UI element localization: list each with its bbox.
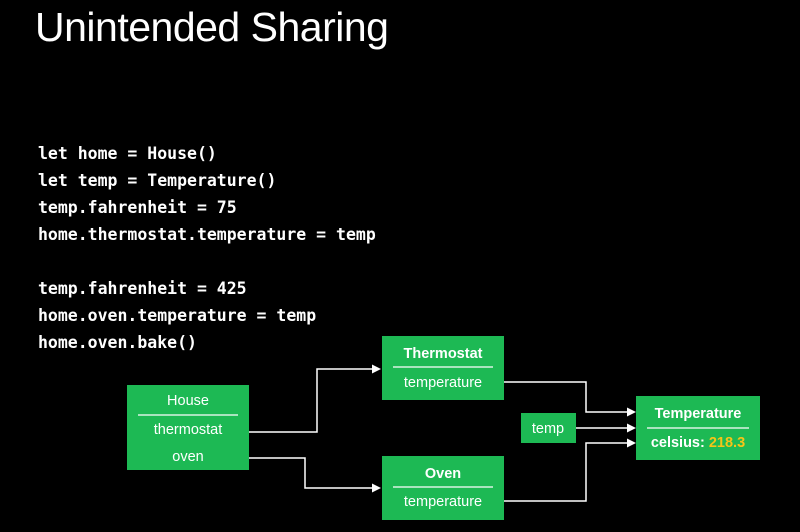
code-line: temp.fahrenheit = 425 [38,279,247,298]
celsius-value: 218.3 [709,435,745,451]
oven-box: Oven temperature [382,456,504,520]
connector-house-to-thermostat [237,368,373,433]
connectors [212,364,636,502]
house-box: House thermostat oven [127,385,249,470]
thermostat-title: Thermostat [404,346,483,362]
connector-house-to-oven [212,457,373,489]
house-field-thermostat: thermostat [154,422,223,438]
arrowhead-icon [372,483,381,493]
temperature-box: Temperature celsius: 218.3 [636,396,760,460]
oven-title: Oven [425,466,461,482]
code-line: temp.fahrenheit = 75 [38,198,237,217]
celsius-label: celsius: [651,435,705,451]
house-title: House [167,393,209,409]
arrowhead-icon [627,407,636,417]
slide-title: Unintended Sharing [35,4,389,50]
temp-variable-label: temp [532,421,564,437]
arrowhead-icon [372,364,381,374]
temperature-field: celsius: 218.3 [651,435,745,451]
thermostat-field-temperature: temperature [404,375,482,391]
arrowhead-icon [627,438,636,448]
code-line: home.oven.bake() [38,333,197,352]
connector-oven-to-temperature [492,442,628,502]
oven-field-temperature: temperature [404,494,482,510]
temperature-title: Temperature [655,406,742,422]
code-line: let temp = Temperature() [38,171,277,190]
code-block: let home = House() let temp = Temperatur… [38,140,376,356]
code-line: home.thermostat.temperature = temp [38,225,376,244]
house-field-oven: oven [172,449,203,465]
code-line: home.oven.temperature = temp [38,306,317,325]
connector-thermostat-to-temperature [492,381,628,413]
temp-variable-box: temp [521,413,576,443]
arrowhead-icon [627,423,636,433]
thermostat-box: Thermostat temperature [382,336,504,400]
code-line: let home = House() [38,144,217,163]
